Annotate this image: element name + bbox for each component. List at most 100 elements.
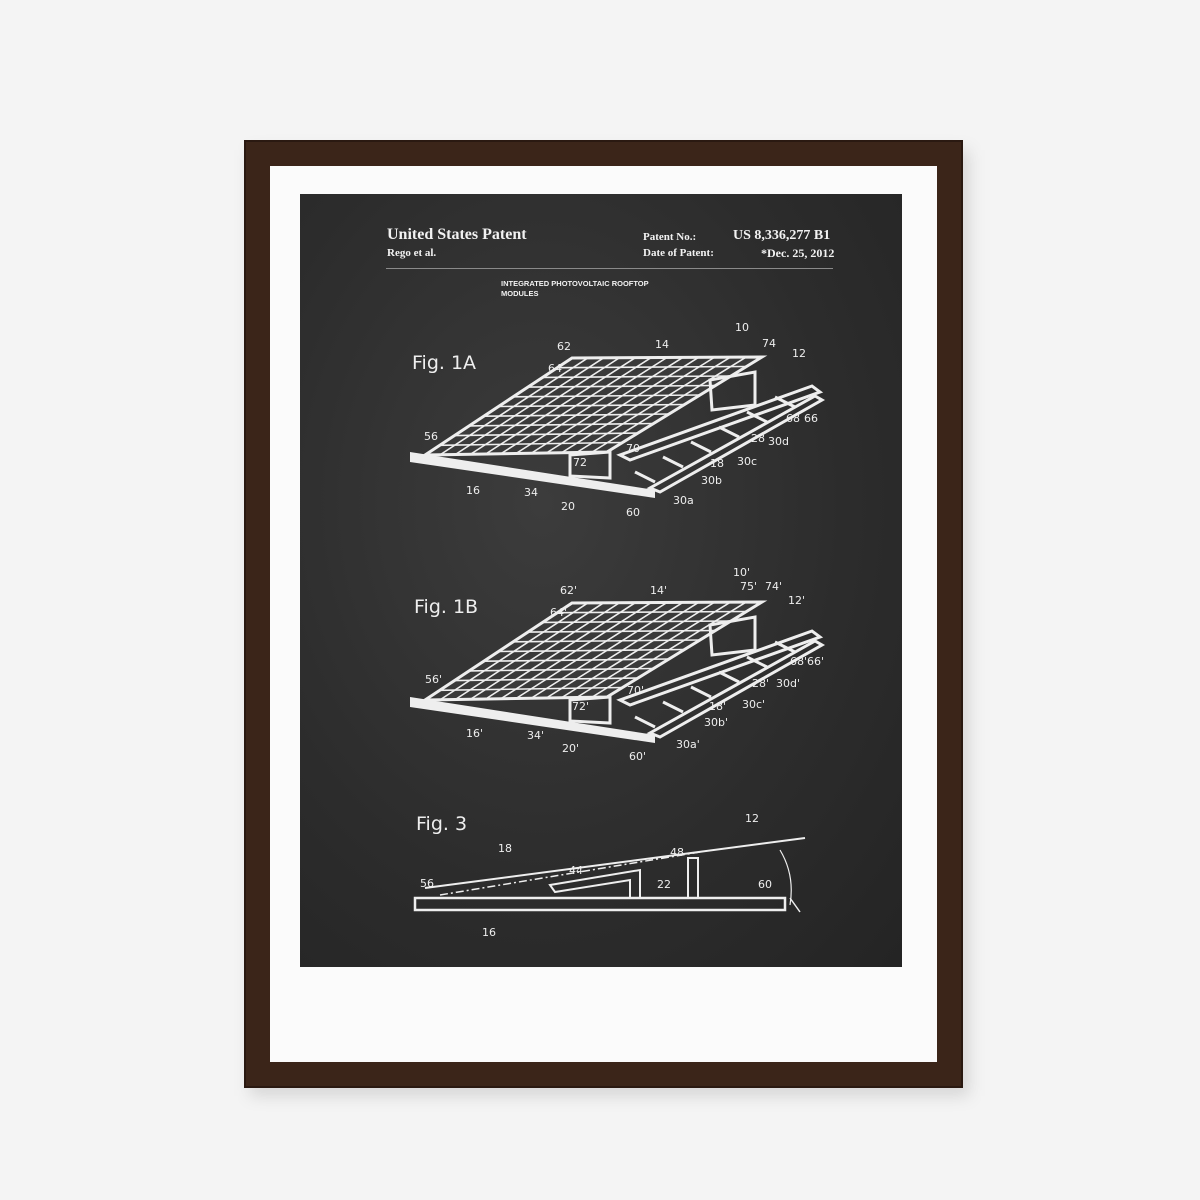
reference-numeral: 70' (627, 684, 645, 697)
base-rail (410, 452, 655, 498)
reference-numeral: 60 (626, 506, 640, 519)
reference-numeral: 60 (758, 878, 772, 891)
reference-numeral: 56' (425, 673, 443, 686)
panel-grid-line (469, 667, 654, 672)
panel-grid-line (498, 648, 685, 653)
reference-numeral: 72' (572, 700, 590, 713)
reference-numeral: 30d' (776, 677, 801, 690)
reference-numeral: 10' (733, 566, 751, 579)
cross-member (634, 470, 656, 484)
fig-1a-label: Fig. 1A (412, 352, 477, 374)
invention-title-2: MODULES (501, 289, 539, 298)
panel-grid-line (469, 422, 654, 427)
reference-numeral: 75' (740, 580, 758, 593)
reference-numeral: 64 (548, 362, 562, 375)
reference-numeral: 30c (737, 455, 758, 468)
panel-grid-line (454, 677, 639, 682)
patent-no-label: Patent No.: (643, 231, 697, 243)
center-line (439, 851, 701, 896)
reference-numeral: 34' (527, 729, 545, 742)
reference-numeral: 68 (786, 412, 800, 425)
rear-support (708, 615, 757, 657)
panel-grid-line (527, 384, 716, 388)
reference-numeral: 14 (655, 338, 669, 351)
panel-grid-line (542, 375, 732, 379)
panel-grid-line (498, 403, 685, 408)
panel-grid-line (527, 629, 716, 633)
panel-grid-line (557, 610, 747, 614)
reference-numeral: 30b (701, 474, 722, 487)
reference-numeral: 72 (573, 456, 587, 469)
reference-numeral: 66 (804, 412, 818, 425)
reference-numeral: 12 (792, 347, 806, 360)
reference-numeral: 14' (650, 584, 668, 597)
reference-numeral: 12' (788, 594, 806, 607)
reference-numeral: 56 (424, 430, 438, 443)
reference-numeral: 30b' (704, 716, 729, 729)
reference-numeral: 60' (629, 750, 647, 763)
reference-numeral: 48 (670, 846, 684, 859)
reference-numeral: 12 (745, 812, 759, 825)
panel-grid-line (513, 639, 701, 643)
fig-3-label: Fig. 3 (416, 813, 468, 835)
reference-numeral: 30a' (676, 738, 700, 751)
cross-member (662, 455, 684, 469)
reference-numeral: 34 (524, 486, 538, 499)
inventor: Rego et al. (387, 247, 437, 259)
reference-numeral: 56 (420, 877, 434, 890)
cross-member (746, 410, 768, 424)
patent-title: United States Patent (387, 226, 527, 243)
reference-numeral: 18' (709, 700, 727, 713)
side-rail (646, 639, 826, 739)
cross-member (690, 685, 712, 699)
reference-numeral: 64' (550, 606, 568, 619)
panel-grid-line (439, 686, 623, 692)
reference-numeral: 28 (751, 432, 765, 445)
angle-arc (779, 849, 792, 906)
base-rail-side (413, 896, 787, 912)
invention-title-1: INTEGRATED PHOTOVOLTAIC ROOFTOP (501, 279, 649, 288)
post-48 (687, 857, 699, 899)
support-bracket (568, 450, 612, 480)
side-rail (616, 629, 824, 707)
reference-numeral: 18 (498, 842, 512, 855)
side-rail (616, 384, 824, 462)
reference-numeral: 10 (735, 321, 749, 334)
cross-member (718, 425, 740, 439)
side-rail (646, 394, 826, 494)
panel-grid-line (483, 658, 670, 662)
reference-numeral: 70 (626, 442, 640, 455)
reference-numeral: 28' (752, 677, 770, 690)
reference-numeral: 66' (807, 655, 825, 668)
reference-numeral: 16 (482, 926, 496, 939)
panel-grid-line (454, 432, 639, 437)
date-label: Date of Patent: (643, 247, 714, 259)
reference-numeral: 30d (768, 435, 789, 448)
base-rail (410, 697, 655, 743)
reference-numeral: 74' (765, 580, 783, 593)
panel-grid-line (439, 441, 623, 447)
cross-member (746, 655, 768, 669)
angle-mark (789, 897, 801, 913)
reference-numeral: 20' (562, 742, 580, 755)
panel-grid-line (513, 394, 701, 398)
cross-member (718, 670, 740, 684)
reference-numeral: 16' (466, 727, 484, 740)
panel-grid-line (557, 365, 747, 369)
patent-date: *Dec. 25, 2012 (761, 246, 835, 260)
rear-support (708, 370, 757, 412)
reference-numeral: 62' (560, 584, 578, 597)
reference-numeral: 16 (466, 484, 480, 497)
cross-member (774, 640, 796, 654)
reference-numeral: 68' (790, 655, 808, 668)
reference-numeral: 74 (762, 337, 776, 350)
reference-numeral: 18 (710, 457, 724, 470)
cross-member (662, 700, 684, 714)
patent-number: US 8,336,277 B1 (733, 228, 831, 243)
cross-member (774, 395, 796, 409)
reference-numeral: 44 (569, 864, 583, 877)
cross-member (634, 715, 656, 729)
header-divider (386, 268, 833, 269)
reference-numeral: 62 (557, 340, 571, 353)
